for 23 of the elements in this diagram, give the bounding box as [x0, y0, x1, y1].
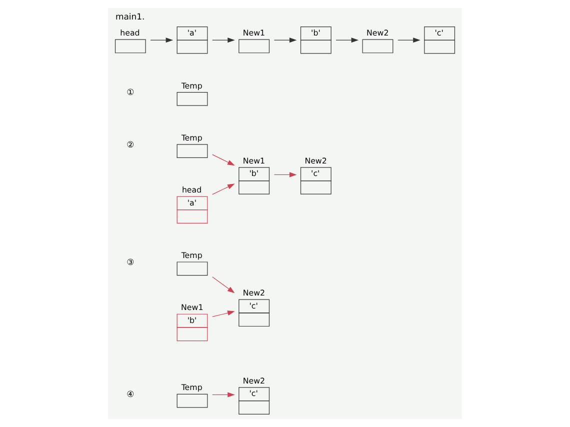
- node-box: [176, 394, 208, 408]
- arrow: [212, 38, 235, 43]
- diagram-title: main1.: [116, 12, 145, 22]
- arrow: [336, 38, 359, 43]
- label: ④: [126, 388, 134, 399]
- label: ③: [126, 256, 134, 267]
- node-box: [176, 92, 208, 106]
- node-box: [362, 39, 394, 54]
- arrow: [150, 38, 174, 43]
- arrow: [212, 392, 235, 398]
- arrow: [274, 38, 297, 43]
- node-box: [238, 39, 270, 54]
- arrow: [212, 154, 235, 166]
- arrow: [212, 184, 235, 195]
- arrow: [398, 38, 420, 43]
- node-box: [114, 39, 146, 54]
- node-box: [176, 144, 208, 158]
- label: ②: [126, 139, 134, 150]
- arrow: [212, 276, 235, 294]
- arrow: [212, 310, 235, 318]
- label: ①: [126, 87, 134, 98]
- arrow: [274, 172, 297, 178]
- node-box: [176, 262, 208, 276]
